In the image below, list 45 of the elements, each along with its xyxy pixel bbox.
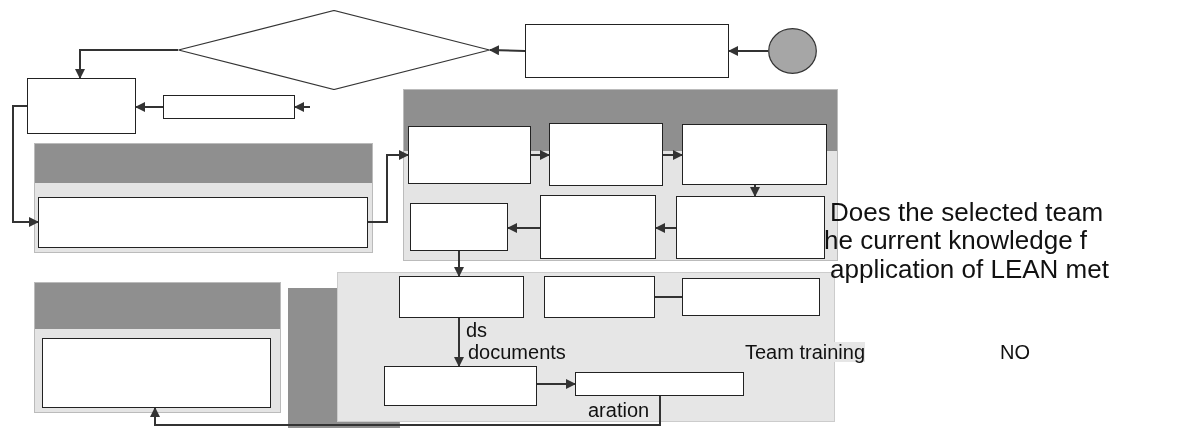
arrow — [135, 102, 164, 112]
process-box — [384, 366, 537, 406]
label-text: NO — [1000, 342, 1030, 362]
process-box — [525, 24, 729, 78]
arrow — [75, 49, 179, 79]
arrow — [507, 223, 541, 233]
group-panel — [34, 143, 373, 253]
process-box — [549, 123, 663, 186]
arrow — [294, 102, 311, 112]
label-text: Team training — [745, 342, 866, 362]
arrow — [12, 105, 39, 227]
arrow — [750, 184, 760, 197]
group-panel — [34, 282, 281, 413]
process-box — [544, 276, 655, 318]
connector-line — [654, 296, 683, 298]
process-box — [27, 78, 136, 134]
arrow — [728, 46, 769, 56]
label-text: Does the selected team — [830, 199, 1104, 225]
arrow — [454, 250, 464, 277]
process-box — [540, 195, 656, 259]
label-text: ds — [466, 320, 488, 340]
label-text: aration — [588, 400, 650, 420]
arrow — [489, 45, 526, 56]
arrow — [662, 150, 683, 160]
arrow — [150, 395, 661, 426]
process-box — [42, 338, 271, 408]
arrow — [536, 379, 576, 389]
label-text: he current knowledge f — [824, 227, 1088, 253]
label-text: documents — [468, 342, 566, 362]
decision-diamond — [178, 10, 490, 90]
process-box — [408, 126, 531, 184]
process-box — [676, 196, 825, 259]
arrow — [454, 317, 464, 367]
terminator-oval — [768, 28, 817, 74]
label-text: application of LEAN met — [830, 256, 1109, 282]
process-box — [575, 372, 744, 396]
arrow — [655, 223, 677, 233]
process-box — [399, 276, 524, 318]
process-box — [682, 124, 827, 185]
process-box — [682, 278, 820, 316]
arrow — [530, 150, 550, 160]
process-box — [163, 95, 295, 119]
process-box — [38, 197, 368, 248]
process-box — [410, 203, 508, 251]
arrow — [367, 150, 409, 223]
